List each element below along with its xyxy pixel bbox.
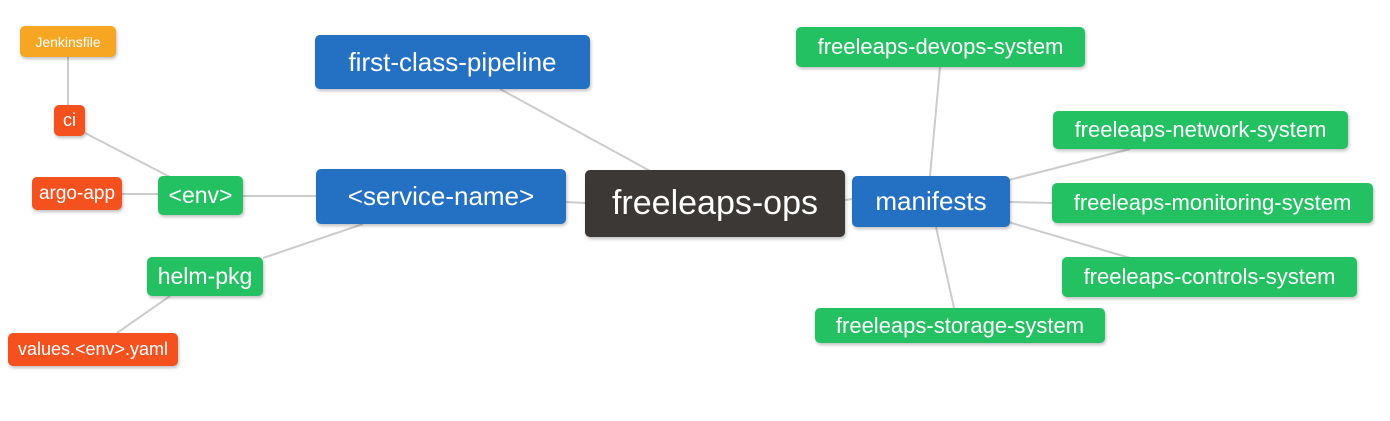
node-helm-pkg[interactable]: helm-pkg xyxy=(147,257,263,296)
node-first-class-pipeline[interactable]: first-class-pipeline xyxy=(315,35,590,89)
node-freeleaps-network-system[interactable]: freeleaps-network-system xyxy=(1053,111,1348,149)
edge-manifests-devops xyxy=(929,66,941,177)
edge-manifests-network xyxy=(1004,148,1131,182)
edge-servicename-freeleapsops xyxy=(565,201,586,204)
node-freeleaps-ops[interactable]: freeleaps-ops xyxy=(585,170,845,237)
node-manifests[interactable]: manifests xyxy=(852,176,1010,227)
node-argo-app[interactable]: argo-app xyxy=(32,177,122,210)
node-freeleaps-devops-system[interactable]: freeleaps-devops-system xyxy=(796,27,1085,67)
edge-helmpkg-servicename xyxy=(262,223,364,259)
edge-manifests-storage xyxy=(935,226,955,309)
node-freeleaps-controls-system[interactable]: freeleaps-controls-system xyxy=(1062,257,1357,297)
edge-freeleapsops-manifests xyxy=(844,198,853,201)
edge-manifests-monitoring xyxy=(1009,201,1053,204)
node-freeleaps-storage-system[interactable]: freeleaps-storage-system xyxy=(815,308,1105,343)
edge-firstclasspipeline-freeleapsops xyxy=(499,88,653,173)
node-service-name[interactable]: <service-name> xyxy=(316,169,566,224)
edge-ci-env xyxy=(84,132,171,178)
edge-values-helmpkg xyxy=(116,295,171,334)
node-env[interactable]: <env> xyxy=(158,176,243,215)
node-ci[interactable]: ci xyxy=(54,105,85,136)
node-jenkinsfile[interactable]: Jenkinsfile xyxy=(20,26,116,57)
edge-manifests-controls xyxy=(1004,220,1131,259)
node-values-env-yaml[interactable]: values.<env>.yaml xyxy=(8,333,178,366)
node-freeleaps-monitoring-system[interactable]: freeleaps-monitoring-system xyxy=(1052,183,1373,223)
